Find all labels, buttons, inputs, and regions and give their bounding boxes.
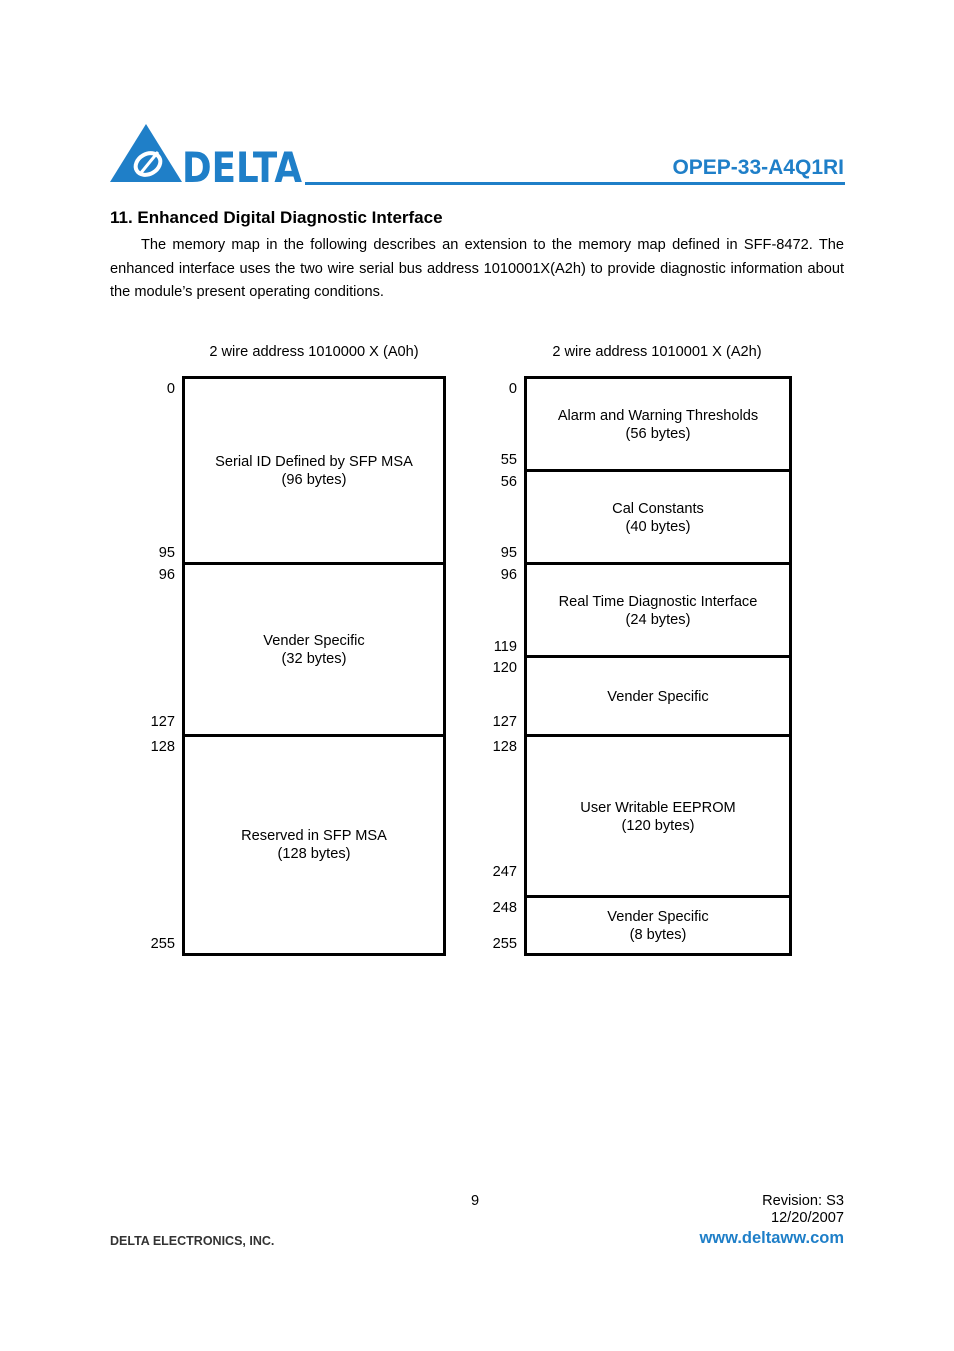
section-title: 11. Enhanced Digital Diagnostic Interfac… bbox=[110, 208, 443, 227]
left-address-label: 127 bbox=[150, 714, 175, 730]
left-divider bbox=[182, 734, 446, 737]
revision-date: 12/20/2007 bbox=[770, 1210, 844, 1226]
right-divider bbox=[524, 655, 792, 658]
company-name: DELTA ELECTRONICS, INC. bbox=[110, 1234, 275, 1248]
right-block-alarm-thresholds: Alarm and Warning Thresholds (56 bytes) bbox=[557, 408, 759, 442]
left-address-label: 255 bbox=[150, 936, 175, 952]
right-memory-map bbox=[524, 376, 792, 956]
right-block-realtime-diagnostic: Real Time Diagnostic Interface (24 bytes… bbox=[558, 593, 758, 628]
right-address-label: 119 bbox=[493, 639, 517, 655]
right-block-user-eeprom: User Writable EEPROM (120 bytes) bbox=[580, 800, 736, 834]
right-divider bbox=[524, 469, 792, 472]
left-block-vender-specific: Vender Specific (32 bytes) bbox=[263, 633, 365, 667]
delta-logo: DELTA bbox=[110, 124, 305, 192]
right-address-label: 95 bbox=[500, 545, 517, 561]
right-block-vender-specific: Vender Specific bbox=[607, 688, 709, 705]
right-block-vender-specific-8: Vender Specific (8 bytes) bbox=[607, 908, 709, 943]
right-address-label: 0 bbox=[508, 381, 517, 397]
intro-paragraph: The memory map in the following describe… bbox=[110, 237, 844, 300]
left-memory-map bbox=[182, 376, 446, 956]
right-address-label: 247 bbox=[492, 864, 517, 880]
left-address-label: 0 bbox=[166, 381, 175, 397]
revision-label: Revision: S3 bbox=[762, 1193, 844, 1209]
svg-text:DELTA: DELTA bbox=[182, 143, 302, 186]
right-divider bbox=[524, 895, 792, 898]
right-address-label: 55 bbox=[500, 452, 517, 468]
left-address-label: 95 bbox=[158, 545, 175, 561]
right-divider bbox=[524, 734, 792, 737]
right-address-label: 96 bbox=[500, 567, 517, 583]
right-block-cal-constants: Cal Constants (40 bytes) bbox=[612, 500, 704, 535]
document-id: OPEP-33-A4Q1RI bbox=[672, 156, 844, 179]
page-number: 9 bbox=[470, 1193, 480, 1209]
left-address-label: 128 bbox=[150, 739, 175, 755]
website-link[interactable]: www.deltaww.com bbox=[699, 1229, 844, 1247]
left-map-title: 2 wire address 1010000 X (A0h) bbox=[209, 344, 419, 360]
right-address-label: 56 bbox=[500, 474, 517, 490]
revision-info: Revision: S3 12/20/2007 bbox=[762, 1193, 844, 1227]
header-rule bbox=[305, 182, 845, 185]
right-address-label: 128 bbox=[492, 739, 517, 755]
left-address-label: 96 bbox=[158, 567, 175, 583]
right-map-title: 2 wire address 1010001 X (A2h) bbox=[552, 344, 762, 360]
left-divider bbox=[182, 562, 446, 565]
right-address-label: 120 bbox=[492, 660, 517, 676]
right-address-label: 255 bbox=[492, 936, 517, 952]
right-address-label: 248 bbox=[492, 900, 517, 916]
right-divider bbox=[524, 562, 792, 565]
right-address-label: 127 bbox=[492, 714, 517, 730]
left-block-reserved: Reserved in SFP MSA (128 bytes) bbox=[241, 828, 387, 862]
left-block-serial-id: Serial ID Defined by SFP MSA (96 bytes) bbox=[215, 454, 413, 488]
